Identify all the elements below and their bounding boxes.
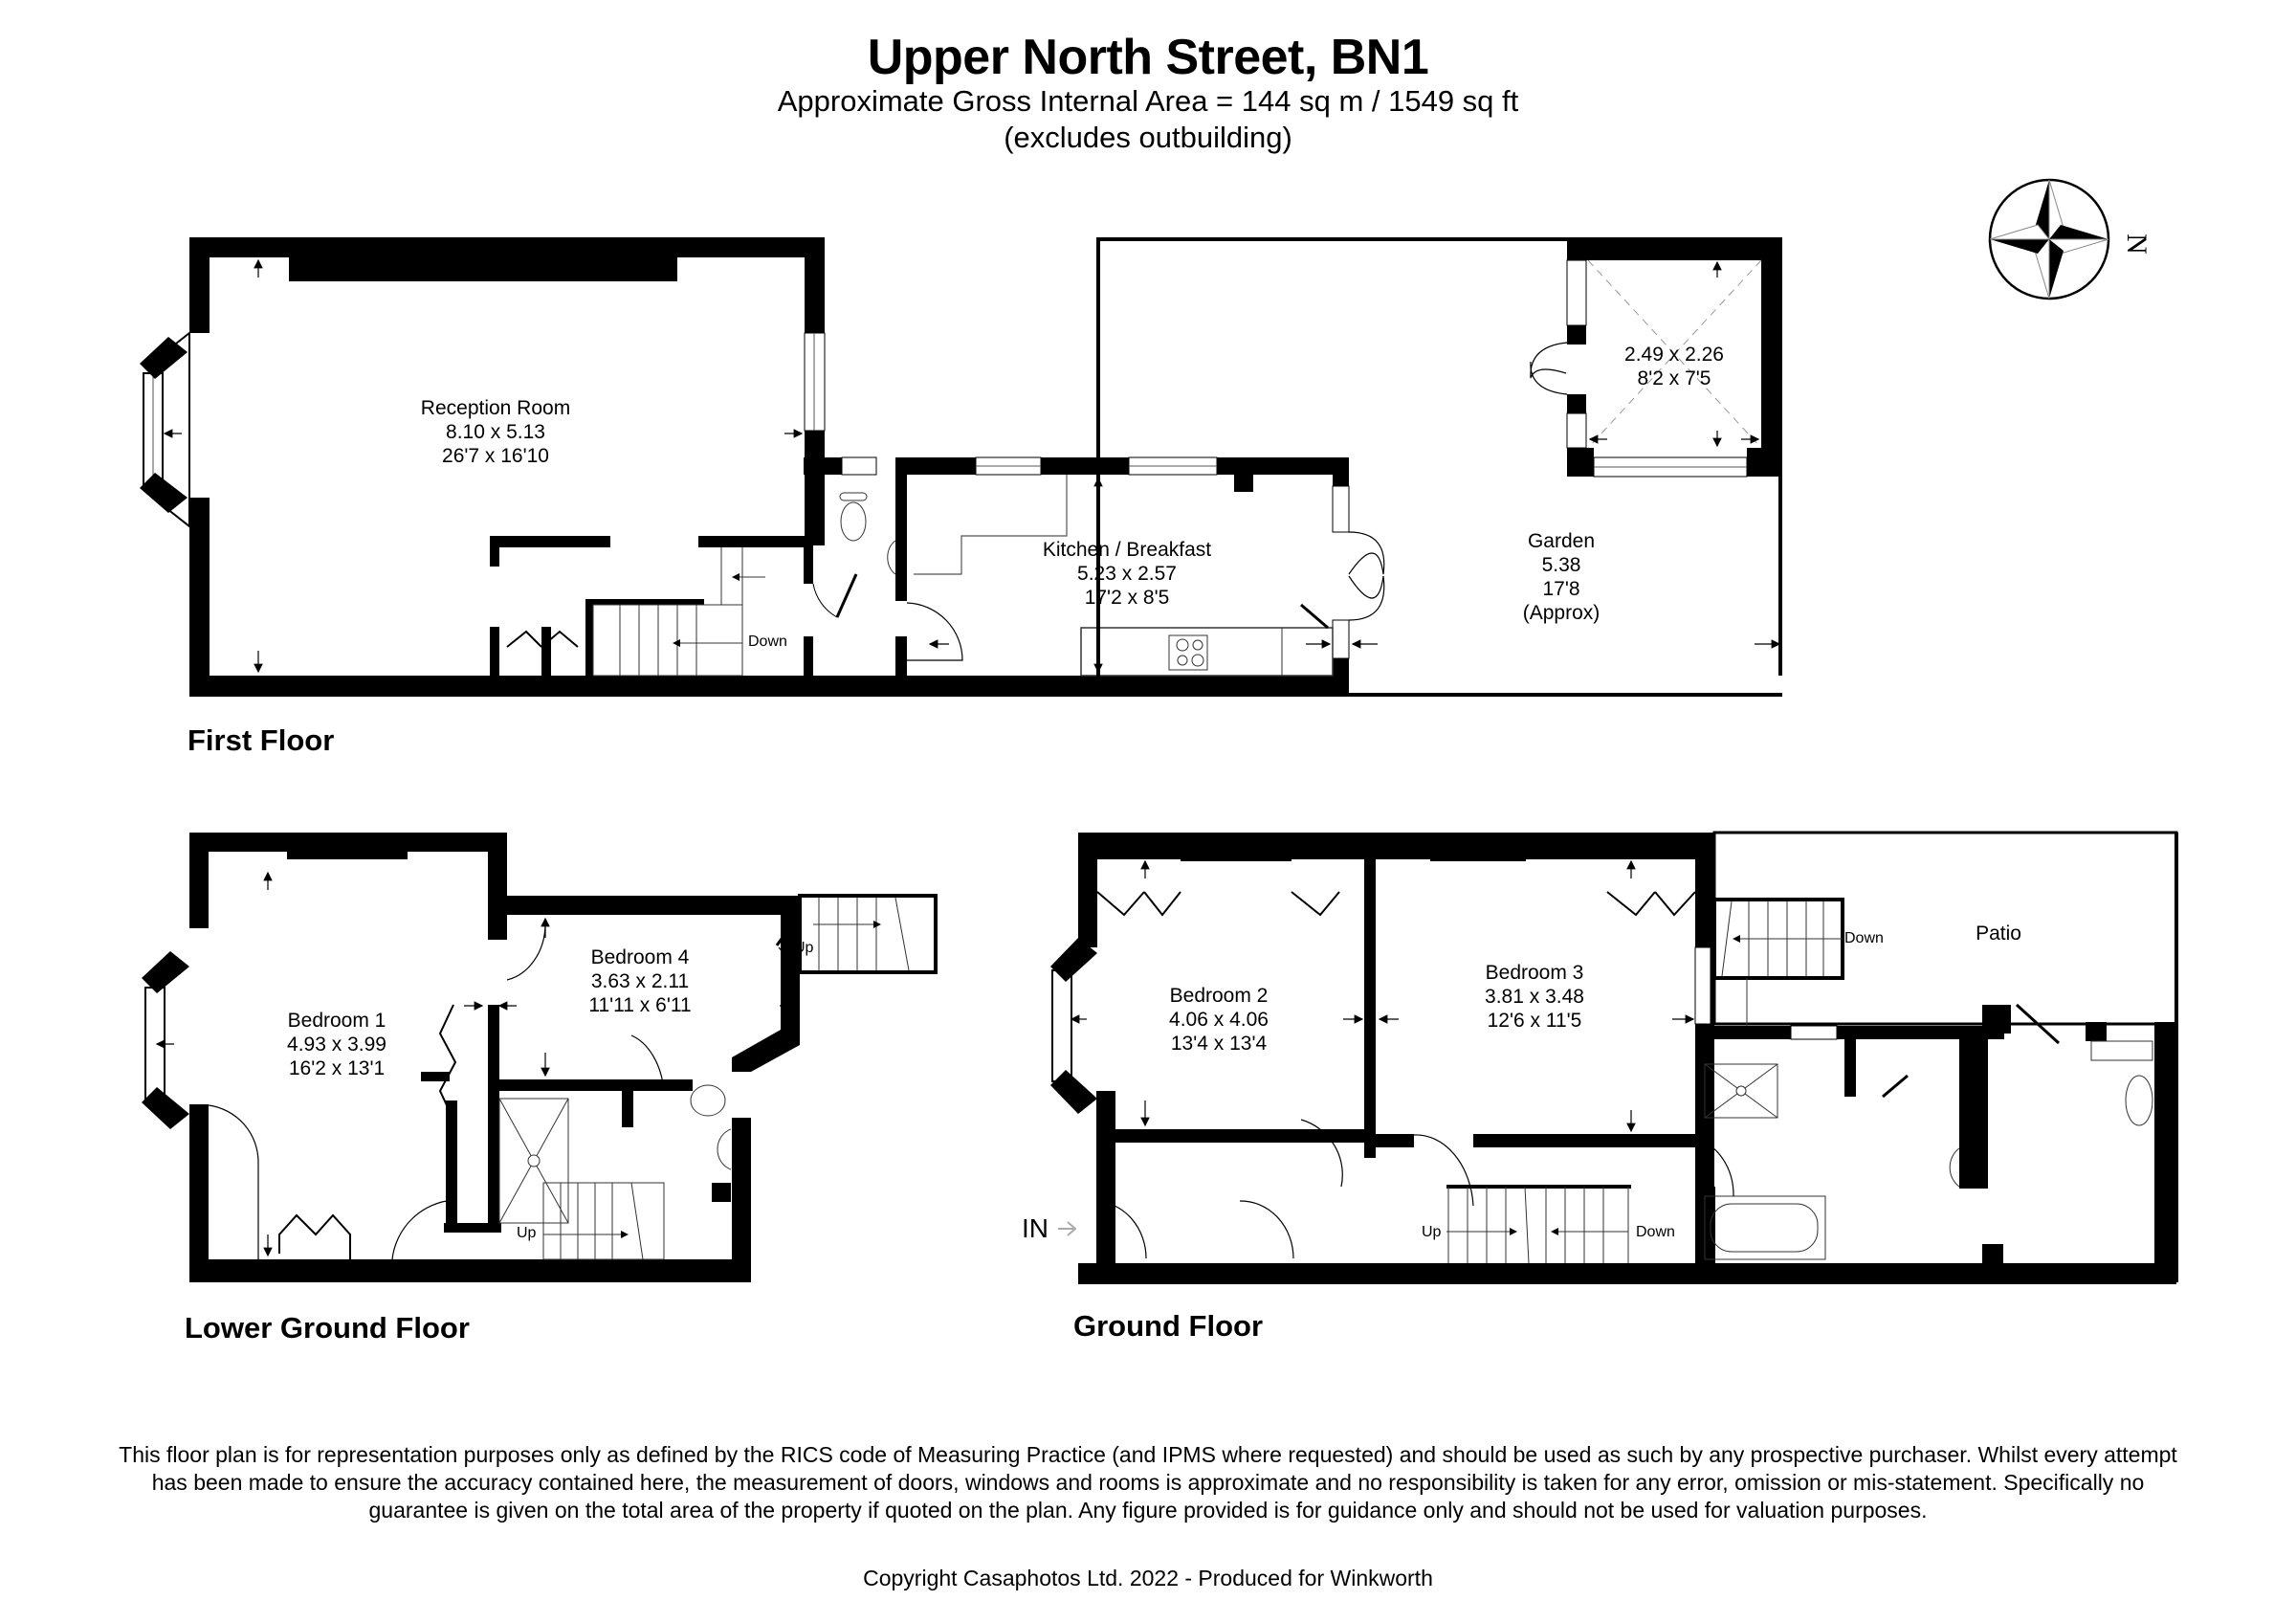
room-metric: 4.06 x 4.06: [1169, 1009, 1269, 1031]
room-bedroom-3: Bedroom 3 3.81 x 3.48 12'6 x 11'5: [1485, 961, 1584, 1033]
room-name: Bedroom 4: [590, 946, 690, 968]
room-metric: 5.23 x 2.57: [1077, 563, 1177, 585]
room-note: (Approx): [1522, 602, 1601, 624]
room-metric: 3.81 x 3.48: [1485, 986, 1584, 1008]
room-imperial: 16'2 x 13'1: [288, 1057, 386, 1079]
room-metric: 4.93 x 3.99: [287, 1034, 386, 1056]
compass-rose-icon: [1988, 178, 2110, 300]
copyright-text: Copyright Casaphotos Ltd. 2022 - Produce…: [863, 1566, 1433, 1590]
stair-up-label: Up: [517, 1225, 537, 1241]
floor-label-first: First Floor: [188, 723, 335, 757]
room-metric: 8.10 x 5.13: [446, 421, 545, 443]
room-metric: 5.38: [1541, 554, 1581, 576]
stair-down-label: Down: [1844, 930, 1884, 946]
room-name: Bedroom 1: [287, 1010, 386, 1032]
room-imperial: 17'2 x 8'5: [1084, 587, 1170, 609]
stair-up-label: Up: [1422, 1224, 1442, 1240]
room-imperial: 11'11 x 6'11: [588, 994, 692, 1016]
room-imperial: 17'8: [1542, 578, 1580, 600]
room-name: Kitchen / Breakfast: [1042, 539, 1212, 561]
lower-ground-floor-plan: [142, 833, 938, 1282]
floor-label-lower-ground: Lower Ground Floor: [185, 1311, 470, 1345]
room-reception: Reception Room 8.10 x 5.13 26'7 x 16'10: [421, 396, 570, 468]
room-name: Garden: [1527, 530, 1596, 552]
first-floor-plan: [140, 237, 1782, 697]
disclaimer-text: This floor plan is for representation pu…: [119, 1442, 2177, 1523]
room-patio: Patio: [1976, 922, 2021, 945]
stair-down-label: Down: [1636, 1224, 1675, 1240]
room-kitchen: Kitchen / Breakfast 5.23 x 2.57 17'2 x 8…: [1043, 538, 1211, 610]
room-garden: Garden 5.38 17'8 (Approx): [1523, 529, 1601, 625]
room-imperial: 13'4 x 13'4: [1170, 1033, 1268, 1055]
room-name: Reception Room: [420, 397, 571, 419]
room-imperial: 12'6 x 11'5: [1487, 1010, 1582, 1032]
compass-north-label: N: [2120, 233, 2152, 255]
room-name: Patio: [1976, 923, 2021, 945]
ground-floor-plan: [1050, 831, 2178, 1284]
room-imperial: 8'2 x 7'5: [1637, 367, 1711, 389]
room-imperial: 26'7 x 16'10: [442, 445, 549, 467]
room-name: Bedroom 3: [1485, 962, 1584, 984]
room-bedroom-1: Bedroom 1 4.93 x 3.99 16'2 x 13'1: [287, 1009, 386, 1080]
stair-up-label: Up: [794, 940, 814, 956]
room-metric: 2.49 x 2.26: [1624, 344, 1724, 366]
gross-area: Approximate Gross Internal Area = 144 sq…: [777, 84, 1519, 118]
room-name: Bedroom 2: [1169, 985, 1269, 1007]
room-outbuilding: 2.49 x 2.26 8'2 x 7'5: [1624, 343, 1724, 390]
plan-title: Upper North Street, BN1: [867, 30, 1429, 85]
area-note: (excludes outbuilding): [1004, 121, 1292, 154]
room-bedroom-4: Bedroom 4 3.63 x 2.11 11'11 x 6'11: [588, 945, 691, 1017]
floor-label-ground: Ground Floor: [1073, 1309, 1264, 1343]
room-metric: 3.63 x 2.11: [590, 970, 690, 992]
stair-down-label: Down: [748, 634, 787, 650]
entrance-label: IN: [1022, 1213, 1049, 1243]
room-bedroom-2: Bedroom 2 4.06 x 4.06 13'4 x 13'4: [1169, 984, 1269, 1056]
